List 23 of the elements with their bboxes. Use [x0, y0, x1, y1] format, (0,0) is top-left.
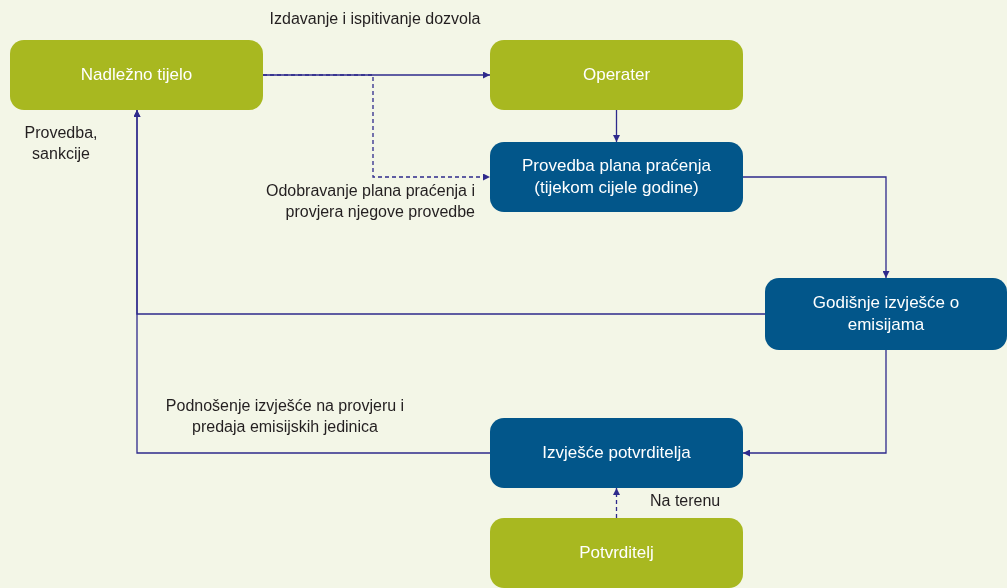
edge-label: Podnošenje izvješće na provjeru i predaja emisijskih jedinica	[164, 396, 406, 437]
process-box	[490, 518, 743, 588]
process-box	[765, 278, 1007, 350]
arrow	[742, 176, 890, 279]
box-label: Potvrditelj	[579, 542, 654, 564]
box-label: Provedba plana praćenja (tijekom cijele godine)	[521, 155, 712, 199]
arrow	[613, 109, 620, 143]
edge-label: Odobravanje plana praćenja i provjera njegove provedbe	[264, 181, 475, 222]
box-label: Godišnje izvješće o emisijama	[811, 292, 961, 336]
process-box	[10, 40, 263, 110]
box-label: Izvješće potvrditelja	[542, 442, 691, 464]
box-label: Operater	[582, 64, 651, 86]
arrow	[742, 349, 887, 457]
arrow	[262, 74, 491, 181]
process-box	[490, 142, 743, 212]
arrow	[613, 487, 620, 519]
arrow	[133, 109, 491, 454]
process-box	[490, 418, 743, 488]
box-label: Nadležno tijelo	[80, 64, 193, 86]
process-box	[490, 40, 743, 110]
note-label: Provedba, sankcije	[23, 123, 99, 164]
edge-label: Na terenu	[650, 491, 722, 511]
edge-label: Izdavanje i ispitivanje dozvola	[268, 9, 482, 29]
